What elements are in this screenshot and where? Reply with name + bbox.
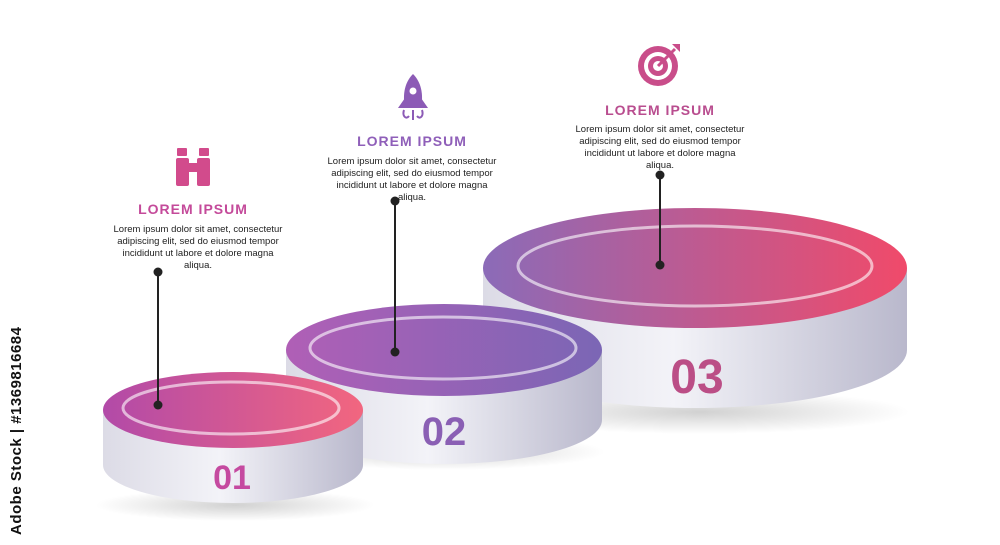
step-1-leader-dot-top — [153, 267, 163, 277]
step-2-leader-dot-bottom — [390, 347, 400, 357]
step-3-title: LOREM IPSUM — [605, 102, 715, 118]
step-1-description: Lorem ipsum dolor sit amet, consectetur … — [113, 224, 283, 271]
podium-2-ring — [308, 315, 578, 381]
step-3-leader-dot-bottom — [655, 260, 665, 270]
step-2-description: Lorem ipsum dolor sit amet, consectetur … — [327, 156, 497, 203]
step-1-title: LOREM IPSUM — [138, 201, 248, 217]
podium-1-ring — [121, 380, 341, 436]
step-2-leader-dot-top — [390, 196, 400, 206]
podium-2: 02 — [285, 304, 605, 470]
step-3-leader-dot-top — [655, 170, 665, 180]
binoculars-icon — [176, 148, 210, 186]
step-3-description: Lorem ipsum dolor sit amet, consectetur … — [575, 124, 745, 171]
target-icon — [638, 44, 680, 86]
stock-watermark: Adobe Stock | #1369816684 — [8, 326, 25, 535]
step-3-number: 03 — [670, 351, 723, 404]
podium-1: 01 — [95, 372, 375, 521]
podium-3-ring — [516, 224, 874, 308]
step-1-number: 01 — [213, 459, 251, 497]
leader-lines — [153, 170, 665, 410]
step-2-title: LOREM IPSUM — [357, 133, 467, 149]
step-1-leader-dot-bottom — [153, 400, 163, 410]
rocket-icon — [398, 74, 428, 120]
step-2-number: 02 — [422, 410, 467, 454]
